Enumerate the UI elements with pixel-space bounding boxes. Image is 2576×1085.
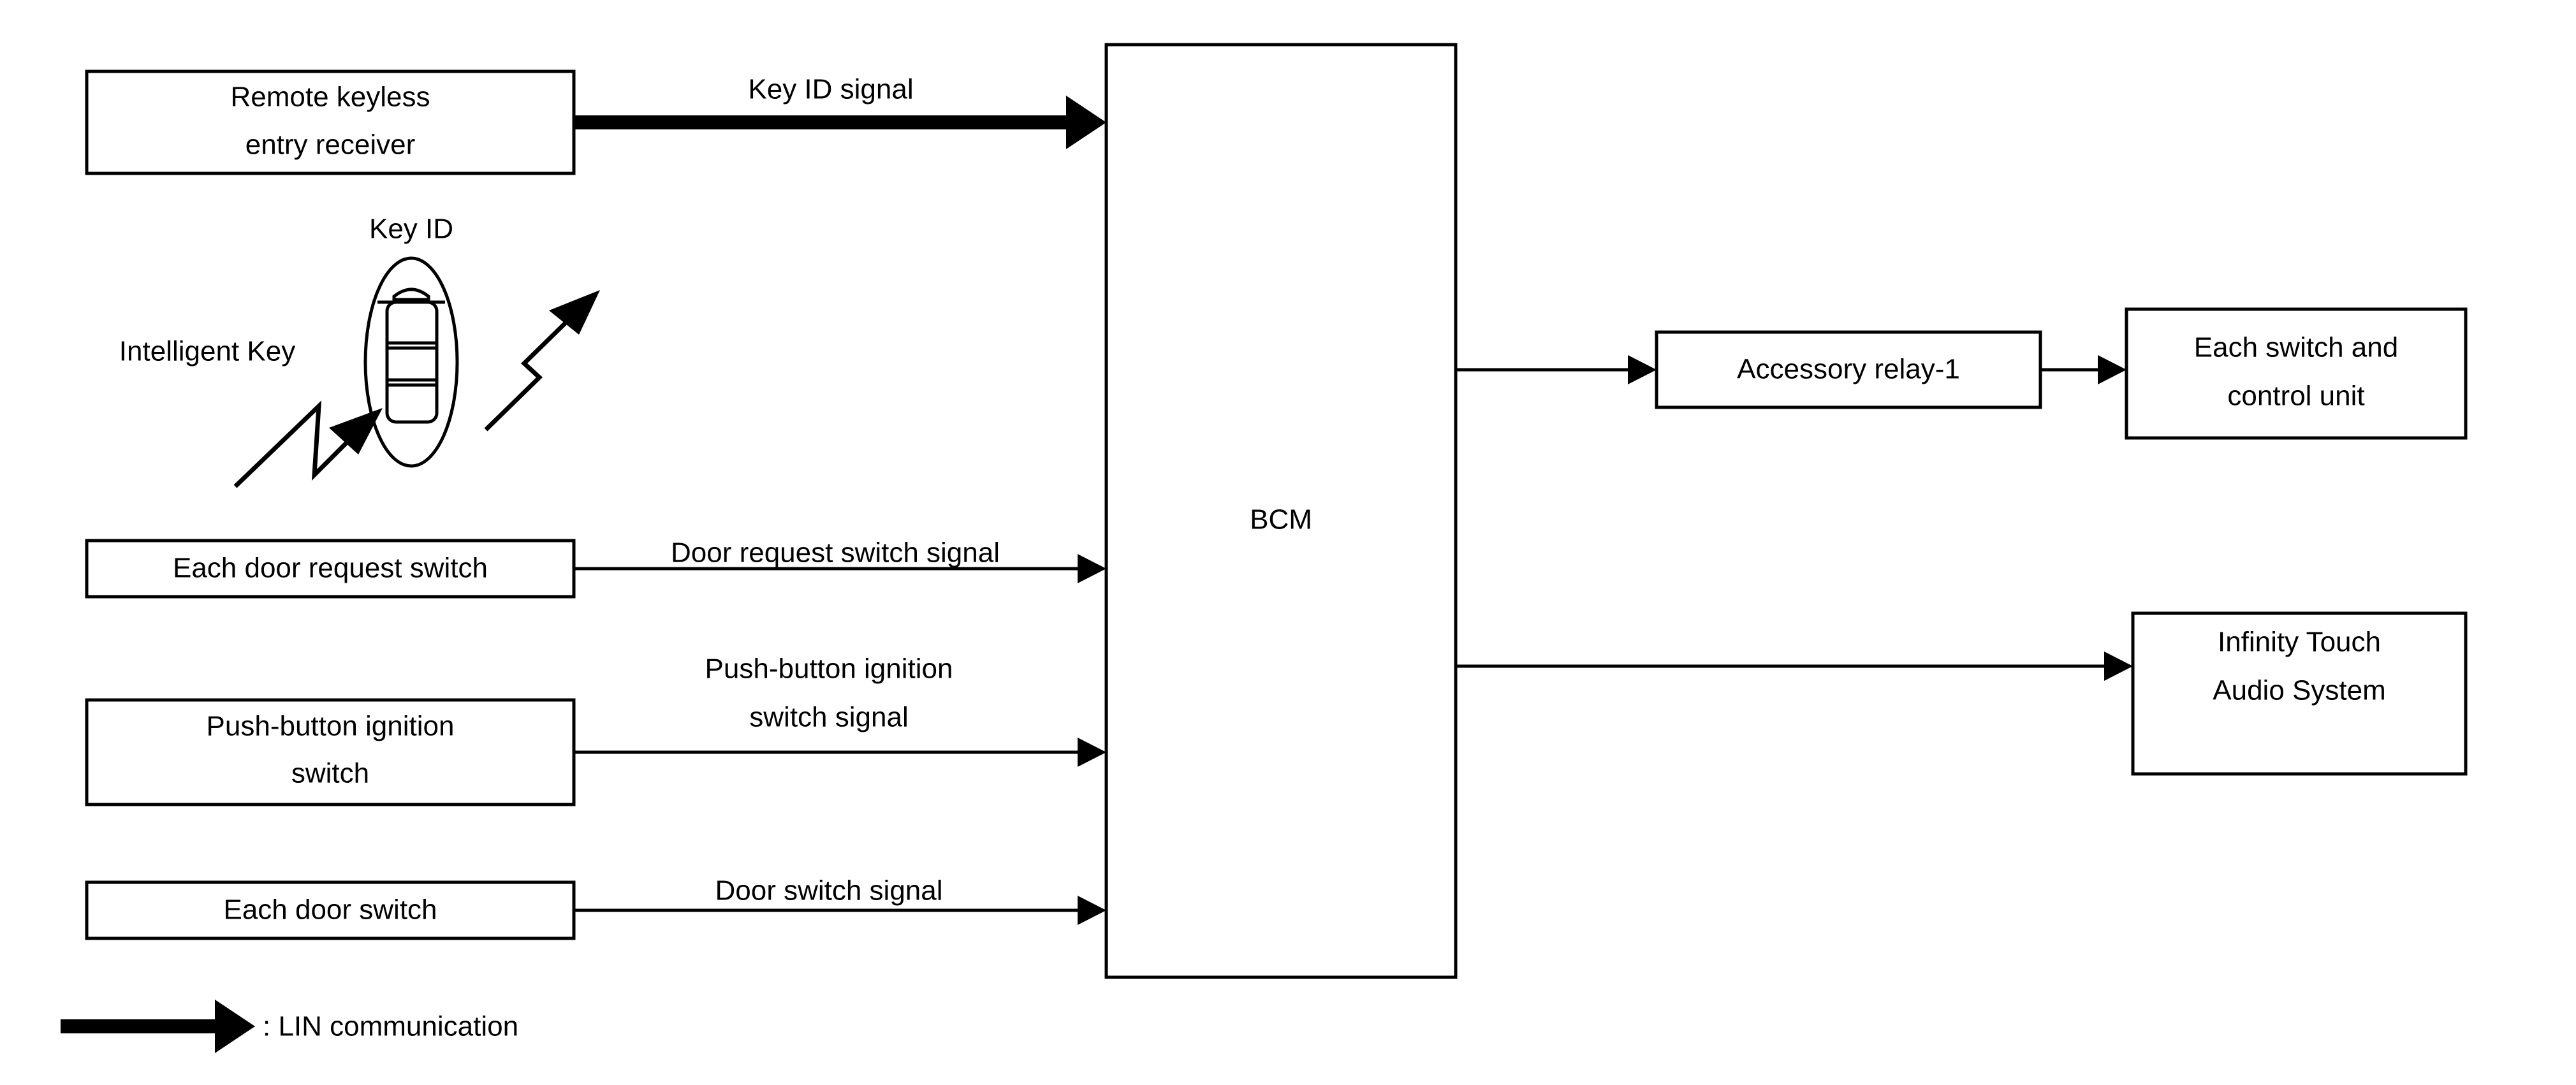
connector-key-id-signal	[574, 96, 1106, 149]
legend-lin-communication: : LIN communication	[61, 1000, 518, 1053]
rf-signal-arrow-lower-icon	[233, 400, 383, 488]
signal-label-door-switch-signal: Door switch signal	[715, 875, 942, 907]
legend-thick-arrow-icon	[61, 1000, 255, 1053]
box-accessory-relay-1[interactable]: Accessory relay-1	[1655, 330, 2042, 409]
box-label-push-button-ignition-switch-line2: switch	[291, 758, 369, 789]
box-label-each-switch-and-control-unit-line1: Each switch and	[2194, 332, 2398, 363]
signal-label-door-request-switch-signal: Door request switch signal	[671, 537, 1000, 569]
connector-bcm-to-infinity-touch-audio	[1456, 652, 2133, 681]
annotation-intelligent-key: Intelligent Key	[119, 336, 295, 367]
rf-signal-arrow-upper-icon	[484, 290, 600, 432]
box-each-door-switch[interactable]: Each door switch	[85, 880, 576, 940]
box-label-each-switch-and-control-unit-line2: control unit	[2227, 381, 2364, 412]
connector-accessory-relay-to-each-switch	[2040, 355, 2126, 384]
box-label-infinity-touch-audio-system-line2: Audio System	[2213, 675, 2385, 706]
connector-bcm-to-accessory-relay	[1456, 355, 1657, 384]
annotation-key-id: Key ID	[369, 214, 453, 245]
box-bcm[interactable]: BCM	[1104, 43, 1458, 979]
box-label-accessory-relay-1: Accessory relay-1	[1737, 354, 1960, 385]
box-label-push-button-ignition-switch-line1: Push-button ignition	[207, 711, 455, 742]
box-each-door-request-switch[interactable]: Each door request switch	[85, 539, 576, 599]
signal-label-key-id-signal: Key ID signal	[748, 74, 913, 105]
box-label-each-door-switch: Each door switch	[223, 894, 437, 926]
connector-push-button-ignition-switch-signal	[574, 738, 1106, 767]
signal-label-push-button-ignition-switch-signal-line1: Push-button ignition	[705, 653, 953, 685]
legend-label-lin-communication: : LIN communication	[263, 1011, 518, 1042]
box-push-button-ignition-switch[interactable]: Push-button ignition switch	[85, 698, 576, 806]
connector-door-request-switch-signal	[574, 554, 1106, 583]
connector-door-switch-signal	[574, 896, 1106, 925]
signal-label-push-button-ignition-switch-signal-line2: switch signal	[749, 702, 908, 733]
box-remote-keyless-entry-receiver[interactable]: Remote keyless entry receiver	[85, 69, 576, 175]
box-label-remote-keyless-entry-receiver-line2: entry receiver	[245, 129, 416, 161]
box-label-remote-keyless-entry-receiver-line1: Remote keyless	[230, 82, 430, 113]
box-each-switch-and-control-unit[interactable]: Each switch and control unit	[2125, 307, 2468, 440]
box-label-infinity-touch-audio-system-line1: Infinity Touch	[2218, 627, 2381, 658]
intelligent-key-fob-icon	[363, 256, 459, 468]
box-infinity-touch-audio-system[interactable]: Infinity Touch Audio System	[2131, 611, 2468, 776]
box-label-bcm: BCM	[1250, 504, 1312, 535]
box-label-each-door-request-switch: Each door request switch	[173, 553, 488, 584]
